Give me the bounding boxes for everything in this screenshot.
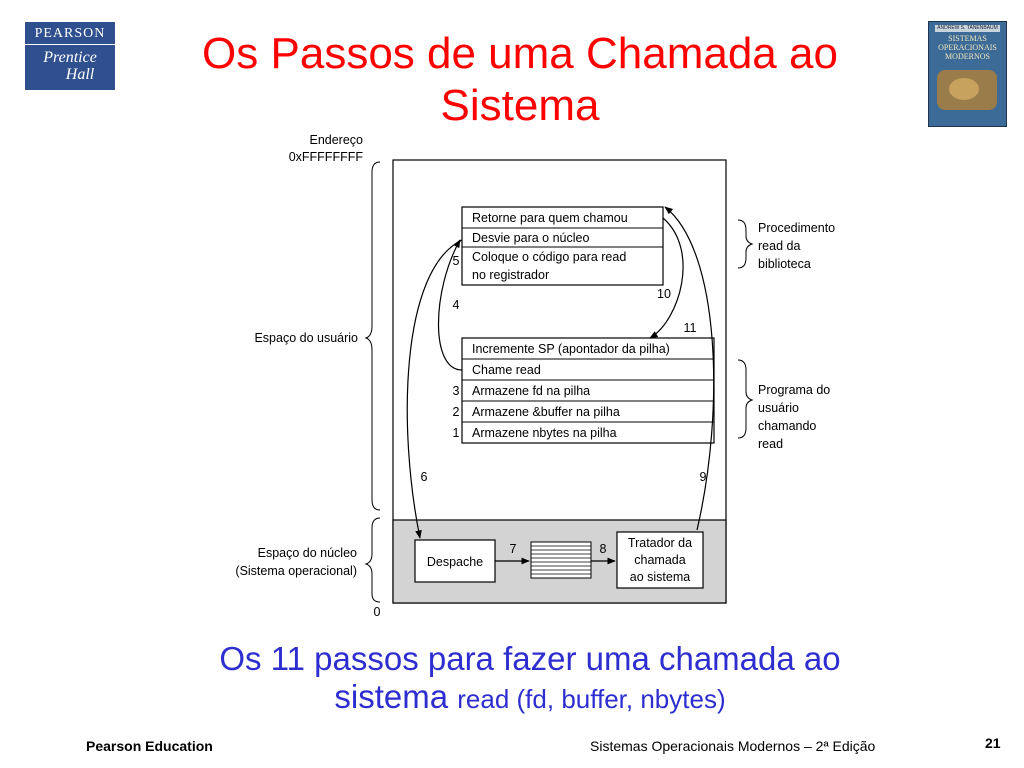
caption-line-2: sistema read (fd, buffer, nbytes) — [100, 678, 960, 718]
dispatch-box — [414, 539, 496, 583]
arrow-step-9 — [664, 206, 715, 531]
step-number-8: 8 — [600, 542, 607, 556]
pearson-prentice-hall-logo: PEARSON Prentice Hall — [25, 22, 115, 90]
book-cover-image: ANDREW S. TANENBAUM SISTEMAS OPERACIONAI… — [928, 21, 1007, 127]
address-top-label: 0xFFFFFFFF — [289, 150, 364, 164]
step-number-10: 10 — [657, 287, 671, 301]
program-row-call-read: Chame read — [472, 363, 541, 377]
library-procedure-box — [461, 206, 664, 286]
kernel-space-brace — [364, 517, 381, 603]
book-cover-art-detail — [949, 78, 979, 100]
slide-caption: Os 11 passos para fazer uma chamada ao s… — [100, 640, 960, 718]
library-row-trap: Desvie para o núcleo — [472, 231, 589, 245]
handler-label-2: chamada — [634, 553, 685, 567]
program-row-push-fd: Armazene fd na pilha — [472, 384, 590, 398]
book-cover-author: ANDREW S. TANENBAUM — [935, 25, 1000, 32]
user-space-brace — [364, 161, 381, 511]
program-row-push-buffer: Armazene &buffer na pilha — [472, 405, 620, 419]
step-number-4: 4 — [453, 298, 460, 312]
handler-label-1: Tratador da — [628, 536, 692, 550]
arrow-step-4 — [437, 239, 463, 371]
footer-book-title: Sistemas Operacionais Modernos – 2ª Ediç… — [590, 738, 876, 754]
library-brace — [737, 219, 754, 269]
logo-line-3: Hall — [65, 66, 95, 83]
address-label: Endereço — [309, 133, 363, 147]
library-row-put-code-2: no registrador — [472, 268, 549, 282]
kernel-space-label-1: Espaço do núcleo — [258, 546, 357, 560]
caption-code: read (fd, buffer, nbytes) — [457, 684, 726, 714]
logo-line-1: PEARSON — [25, 22, 115, 45]
book-cover-title-line-3: MODERNOS — [945, 52, 990, 61]
handler-label-3: ao sistema — [630, 570, 690, 584]
footer-publisher: Pearson Education — [86, 738, 213, 754]
caption-line-1: Os 11 passos para fazer uma chamada ao — [219, 640, 841, 677]
step-number-5: 5 — [453, 254, 460, 268]
slide-title-line-1: Os Passos de uma Chamada ao — [202, 29, 838, 78]
program-brace — [737, 359, 754, 439]
step-number-6: 6 — [421, 470, 428, 484]
library-row-put-code-1: Coloque o código para read — [472, 250, 626, 264]
arrow-step-6 — [406, 239, 463, 539]
step-number-3: 3 — [453, 384, 460, 398]
address-bottom-label: 0 — [374, 605, 381, 619]
step-number-2: 2 — [453, 405, 460, 419]
program-label-2: usuário — [758, 401, 799, 415]
program-row-push-nbytes: Armazene nbytes na pilha — [472, 426, 617, 440]
library-label-1: Procedimento — [758, 221, 835, 235]
slide-title: Os Passos de uma Chamada ao Sistema — [120, 28, 920, 132]
program-label-4: read — [758, 437, 783, 451]
program-label-3: chamando — [758, 419, 816, 433]
book-cover-title-line-2: OPERACIONAIS — [938, 43, 997, 52]
user-space-label: Espaço do usuário — [254, 331, 358, 345]
footer-page-number: 21 — [985, 735, 1001, 751]
program-row-increment-sp: Incremente SP (apontador da pilha) — [472, 342, 670, 356]
step-number-11: 11 — [684, 321, 697, 335]
logo-line-2: Prentice — [43, 49, 97, 66]
library-row-return: Retorne para quem chamou — [472, 211, 628, 225]
step-number-1: 1 — [453, 426, 460, 440]
program-label-1: Programa do — [758, 383, 830, 397]
step-number-9: 9 — [700, 470, 707, 484]
dispatch-label: Despache — [427, 555, 483, 569]
dispatch-table — [530, 541, 592, 579]
library-label-2: read da — [758, 239, 800, 253]
arrow-step-10 — [649, 217, 684, 339]
caption-line-2-text: sistema — [334, 678, 449, 715]
kernel-space-label-2: (Sistema operacional) — [235, 564, 357, 578]
book-cover-title: SISTEMAS OPERACIONAIS MODERNOS — [929, 34, 1006, 61]
step-number-7: 7 — [510, 542, 517, 556]
slide-title-line-2: Sistema — [440, 81, 600, 130]
library-label-3: biblioteca — [758, 257, 811, 271]
user-program-box — [461, 337, 715, 444]
syscall-handler-box — [616, 531, 704, 589]
book-cover-title-line-1: SISTEMAS — [948, 34, 987, 43]
